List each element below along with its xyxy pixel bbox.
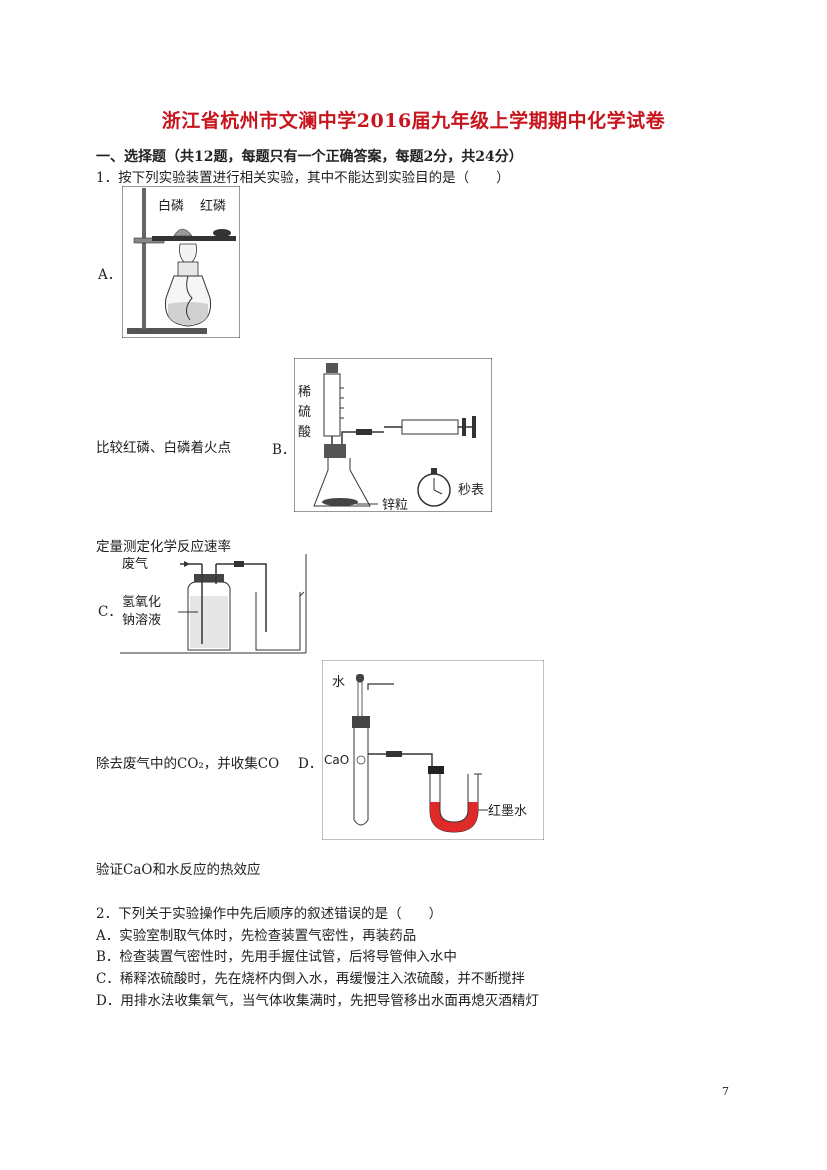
label-stopwatch: 秒表 bbox=[458, 483, 484, 498]
option-d-caption: 验证CaO和水反应的热效应 bbox=[96, 862, 261, 878]
page-title: 浙江省杭州市文澜中学2016届九年级上学期期中化学试卷 bbox=[161, 110, 666, 132]
label-sodium-hydroxide-1: 氢氧化 bbox=[122, 595, 161, 610]
question-2-stem: 2．下列关于实验操作中先后顺序的叙述错误的是（ ） bbox=[96, 906, 443, 922]
label-white-phosphorus: 白磷 bbox=[158, 198, 184, 214]
option-a-letter: A． bbox=[98, 267, 122, 283]
label-water: 水 bbox=[332, 675, 345, 690]
label-red-ink: 红墨水 bbox=[488, 803, 527, 819]
question-2-option-b: B．检查装置气密性时，先用手握住试管，后将导管伸入水中 bbox=[96, 949, 457, 965]
question-2-option-a: A．实验室制取气体时，先检查装置气密性，再装药品 bbox=[96, 928, 417, 944]
option-b-caption: 定量测定化学反应速率 bbox=[96, 539, 231, 555]
label-sodium-hydroxide-2: 钠溶液 bbox=[122, 613, 161, 628]
option-d-letter: D． bbox=[298, 756, 323, 772]
option-a-caption: 比较红磷、白磷着火点 bbox=[96, 440, 231, 456]
question-2-option-d: D．用排水法收集氧气，当气体收集满时，先把导管移出水面再熄灭酒精灯 bbox=[96, 993, 539, 1009]
option-c-caption: 除去废气中的CO₂，并收集CO bbox=[96, 756, 280, 772]
label-sulfuric: 硫 bbox=[298, 405, 311, 420]
label-red-phosphorus: 红磷 bbox=[200, 198, 226, 214]
question-2-option-c: C．稀释浓硫酸时，先在烧杯内倒入水，再缓慢注入浓硫酸，并不断搅拌 bbox=[96, 971, 525, 987]
option-b-figure: 稀 硫 酸 锌粒 秒表 bbox=[294, 358, 492, 512]
page-number: 7 bbox=[722, 1085, 729, 1098]
label-waste-gas: 废气 bbox=[122, 556, 148, 572]
option-d-figure: 水 CaO 红墨水 bbox=[322, 660, 544, 840]
label-zinc: 锌粒 bbox=[382, 498, 408, 512]
question-1-stem: 1．按下列实验装置进行相关实验，其中不能达到实验目的是（ ） bbox=[96, 170, 510, 186]
option-c-figure: 废气 氢氧化 钠溶液 bbox=[120, 554, 307, 654]
option-c-letter: C． bbox=[98, 604, 122, 620]
label-acid: 酸 bbox=[298, 425, 311, 440]
label-cao: CaO bbox=[324, 753, 349, 767]
label-dilute: 稀 bbox=[298, 385, 311, 400]
option-a-figure: 白磷 红磷 bbox=[122, 186, 240, 338]
section-heading: 一、选择题（共12题，每题只有一个正确答案，每题2分，共24分） bbox=[96, 149, 523, 165]
option-b-letter: B． bbox=[272, 442, 296, 458]
